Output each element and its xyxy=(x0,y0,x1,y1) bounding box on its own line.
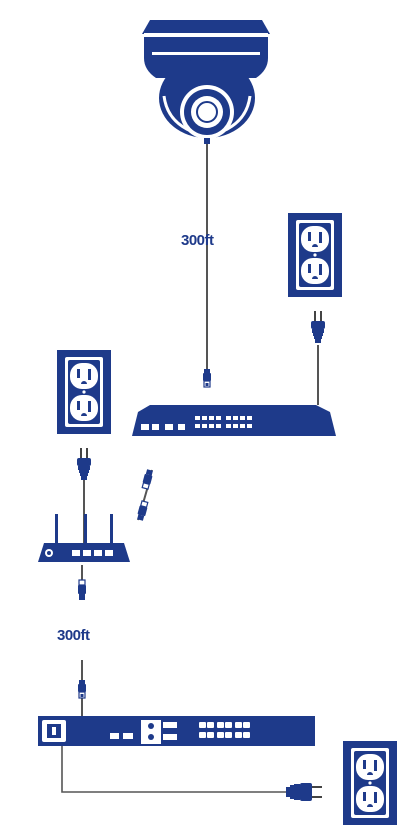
nvr-ports xyxy=(199,722,250,738)
power-plug-icon xyxy=(77,448,91,480)
rj45-connector-icon xyxy=(77,679,87,699)
cable-length-label: 300ft xyxy=(57,627,90,644)
rj45-connector-icon xyxy=(141,469,153,490)
nvr-power-cable xyxy=(61,745,286,793)
power-plug-icon xyxy=(311,311,325,343)
network-switch-icon xyxy=(132,405,336,436)
rj45-connector-icon xyxy=(202,368,212,388)
nvr-recorder-icon xyxy=(38,716,315,746)
switch-ports xyxy=(195,416,252,428)
wifi-router-icon xyxy=(38,514,130,562)
duplex-outlet-icon xyxy=(288,213,342,297)
rj45-connector-icon xyxy=(78,579,86,600)
power-plug-icon xyxy=(286,783,322,801)
duplex-outlet-icon xyxy=(57,350,111,434)
cable-length-label: 300ft xyxy=(181,232,214,249)
rj45-connector-icon xyxy=(137,500,149,521)
dome-camera-icon xyxy=(142,20,270,144)
duplex-outlet-icon xyxy=(343,741,397,825)
